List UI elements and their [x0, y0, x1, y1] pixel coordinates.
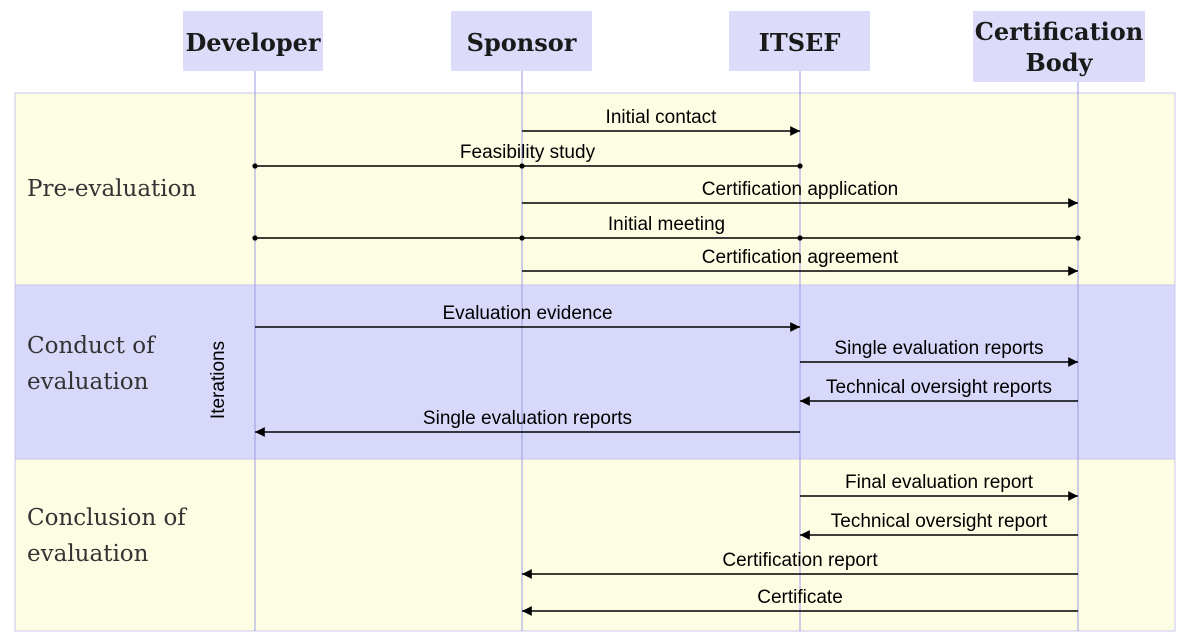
message-label: Certification application [702, 179, 898, 200]
message: Feasibility study [252, 142, 803, 169]
iterations-label: Iterations [208, 341, 229, 419]
message: Evaluation evidence [255, 303, 800, 332]
phase-band [14, 284, 1176, 460]
actor-box [973, 11, 1145, 82]
actor-box [183, 11, 323, 71]
message-endpoint-dot [1075, 235, 1081, 241]
phase-pre: Pre-evaluation [14, 92, 1176, 286]
actor-label: Body [1025, 48, 1093, 77]
message-endpoint-dot [252, 235, 258, 241]
phase-label: evaluation [27, 541, 149, 567]
phase-band [14, 92, 1176, 286]
message: Certification agreement [522, 247, 1078, 276]
message-endpoint-dot [797, 163, 803, 169]
message: Technical oversight report [800, 511, 1078, 540]
actor-label: Sponsor [467, 28, 577, 57]
phase-band [14, 458, 1176, 632]
phase-label: Conduct of [27, 333, 156, 359]
phase-conclusion: Conclusion of evaluation [14, 458, 1176, 632]
message-endpoint-dot [519, 235, 525, 241]
message-label: Single evaluation reports [834, 338, 1043, 359]
message-label: Technical oversight reports [826, 377, 1052, 398]
message: Technical oversight reports [800, 377, 1078, 406]
message-label: Evaluation evidence [442, 303, 612, 324]
phase-conduct: Conduct of evaluation Iterations [14, 284, 1176, 460]
actor-developer: Developer [183, 11, 323, 71]
actor-sponsor: Sponsor [451, 11, 592, 71]
message: Certificate [522, 587, 1078, 616]
message-label: Feasibility study [460, 142, 596, 163]
message-label: Initial contact [606, 107, 718, 128]
actor-label: ITSEF [759, 28, 841, 57]
actor-box [729, 11, 870, 71]
message: Single evaluation reports [255, 408, 800, 437]
phase-label: Conclusion of [27, 505, 187, 531]
actor-box [451, 11, 592, 71]
phase-label: Pre-evaluation [27, 176, 196, 202]
message-label: Certification agreement [702, 247, 899, 268]
actor-label: Developer [185, 28, 320, 57]
message: Final evaluation report [800, 472, 1078, 501]
message-label: Initial meeting [608, 214, 725, 235]
message-label: Certification report [722, 550, 878, 571]
message-label: Certificate [757, 587, 843, 608]
message: Initial contact [522, 107, 800, 136]
message: Initial meeting [252, 214, 1081, 241]
message-label: Final evaluation report [845, 472, 1034, 493]
message-label: Technical oversight report [831, 511, 1048, 532]
message: Certification application [522, 179, 1078, 208]
message-endpoint-dot [252, 163, 258, 169]
phase-label: evaluation [27, 369, 149, 395]
message: Single evaluation reports [800, 338, 1078, 367]
actor-itsef: ITSEF [729, 11, 870, 71]
message: Certification report [522, 550, 1078, 579]
message-label: Single evaluation reports [423, 408, 632, 429]
message-endpoint-dot [797, 235, 803, 241]
actor-label: Certification [975, 17, 1144, 46]
message-endpoint-dot [519, 163, 525, 169]
